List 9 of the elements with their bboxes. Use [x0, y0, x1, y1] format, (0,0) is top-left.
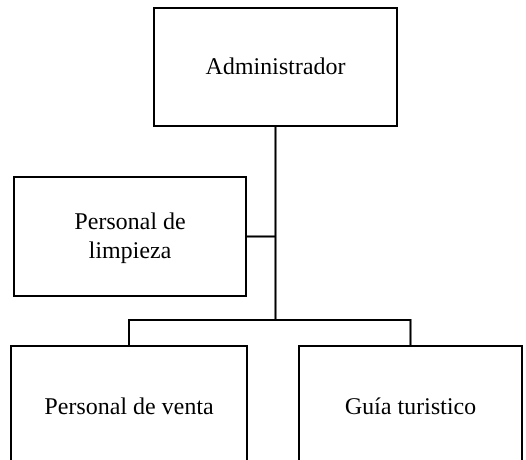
connector-line	[274, 127, 412, 345]
role-label: Personal de venta	[43, 393, 215, 422]
org-box	[153, 7, 398, 127]
org-box	[13, 176, 247, 297]
role-label: Guía turistico	[344, 393, 478, 422]
org-box	[298, 345, 523, 460]
role-label: Personal de limpieza	[73, 208, 187, 266]
role-label: Administrador	[204, 52, 346, 82]
org-box	[10, 345, 248, 460]
